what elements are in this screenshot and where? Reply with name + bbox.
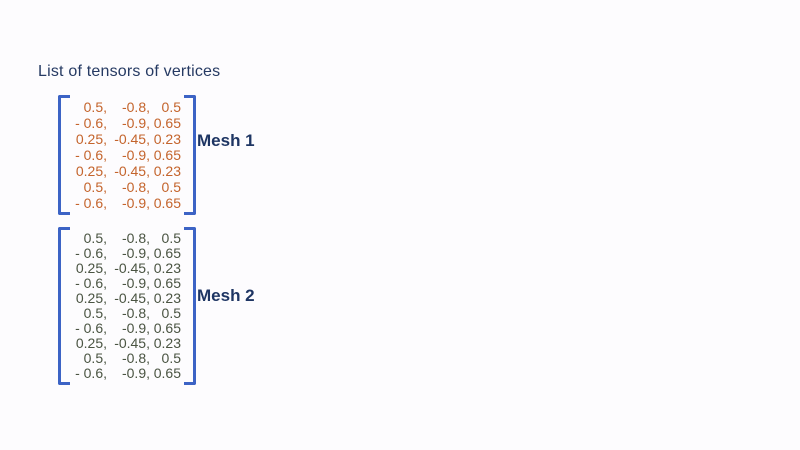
matrix-value: 0.25, [75,260,107,276]
matrix-value: 0.5, [83,179,107,195]
matrix-value: 0.65 [153,365,181,381]
matrix-value: -0.45, [114,163,150,179]
matrix-row: 0.25, -0.45,0.23 [73,261,181,276]
matrix-row: - 0.6, -0.9,0.65 [73,115,181,131]
matrix-value: - 0.6, [75,115,107,131]
left-bracket-icon [58,95,70,215]
matrix-value: 0.65 [153,195,181,211]
matrix-row: 0.5, -0.8, 0.5 [73,231,181,246]
matrix-value: - 0.6, [75,147,107,163]
matrix-value: -0.45, [114,131,150,147]
matrix-value: 0.23 [153,131,181,147]
matrix-value: -0.45, [114,335,150,351]
matrix-value: -0.9, [121,365,150,381]
matrix-value: 0.25, [75,163,107,179]
matrix-value: 0.65 [153,147,181,163]
matrix-value: -0.8, [121,179,150,195]
matrix-row: - 0.6, -0.9,0.65 [73,147,181,163]
matrix-value: -0.8, [121,99,150,115]
matrix-value: -0.9, [121,245,150,261]
matrix-row: 0.5, -0.8, 0.5 [73,179,181,195]
matrix-value: - 0.6, [75,320,107,336]
matrix-value: 0.5 [161,230,181,246]
right-bracket-icon [184,227,196,385]
matrix-value: 0.23 [153,335,181,351]
matrix-value: -0.9, [121,195,150,211]
matrix-row: 0.25, -0.45,0.23 [73,291,181,306]
matrix-row: - 0.6, -0.9,0.65 [73,321,181,336]
matrix-value: 0.5, [83,99,107,115]
matrix-row: - 0.6, -0.9,0.65 [73,246,181,261]
matrix-value: -0.9, [121,275,150,291]
matrix-value: -0.8, [121,350,150,366]
matrix-value: 0.23 [153,260,181,276]
matrix-row: 0.5, -0.8, 0.5 [73,351,181,366]
matrix-value: 0.25, [75,131,107,147]
matrix-row: 0.5, -0.8, 0.5 [73,99,181,115]
matrix-row: 0.25, -0.45,0.23 [73,163,181,179]
page-title: List of tensors of vertices [38,63,221,80]
matrix-value: -0.9, [121,320,150,336]
mesh2-label: Mesh 2 [197,286,255,305]
matrix-value: 0.25, [75,335,107,351]
matrix-value: 0.5 [161,350,181,366]
matrix-value: -0.45, [114,290,150,306]
matrix-value: 0.5 [161,305,181,321]
matrix-value: -0.8, [121,305,150,321]
matrix-value: 0.5 [161,179,181,195]
matrix-row: 0.25, -0.45,0.23 [73,131,181,147]
mesh1-label: Mesh 1 [197,131,255,150]
matrix-value: 0.5, [83,230,107,246]
matrix-row: - 0.6, -0.9,0.65 [73,366,181,381]
matrix-value: 0.23 [153,163,181,179]
matrix-value: - 0.6, [75,245,107,261]
matrix-value: 0.65 [153,275,181,291]
matrix-value: - 0.6, [75,275,107,291]
matrix-value: -0.8, [121,230,150,246]
matrix-value: 0.65 [153,320,181,336]
matrix-value: -0.45, [114,260,150,276]
matrix-value: 0.5, [83,350,107,366]
matrix-value: 0.65 [153,245,181,261]
matrix-value: 0.5 [161,99,181,115]
matrix-value: 0.25, [75,290,107,306]
right-bracket-icon [184,95,196,215]
matrix-row: 0.5, -0.8, 0.5 [73,306,181,321]
matrix-value: - 0.6, [75,365,107,381]
matrix-row: 0.25, -0.45,0.23 [73,336,181,351]
matrix-value: 0.65 [153,115,181,131]
matrix-row: - 0.6, -0.9,0.65 [73,276,181,291]
matrix-value: 0.23 [153,290,181,306]
matrix-value: - 0.6, [75,195,107,211]
matrix-value: -0.9, [121,147,150,163]
left-bracket-icon [58,227,70,385]
matrix-value: 0.5, [83,305,107,321]
matrix-row: - 0.6, -0.9,0.65 [73,195,181,211]
matrix-value: -0.9, [121,115,150,131]
